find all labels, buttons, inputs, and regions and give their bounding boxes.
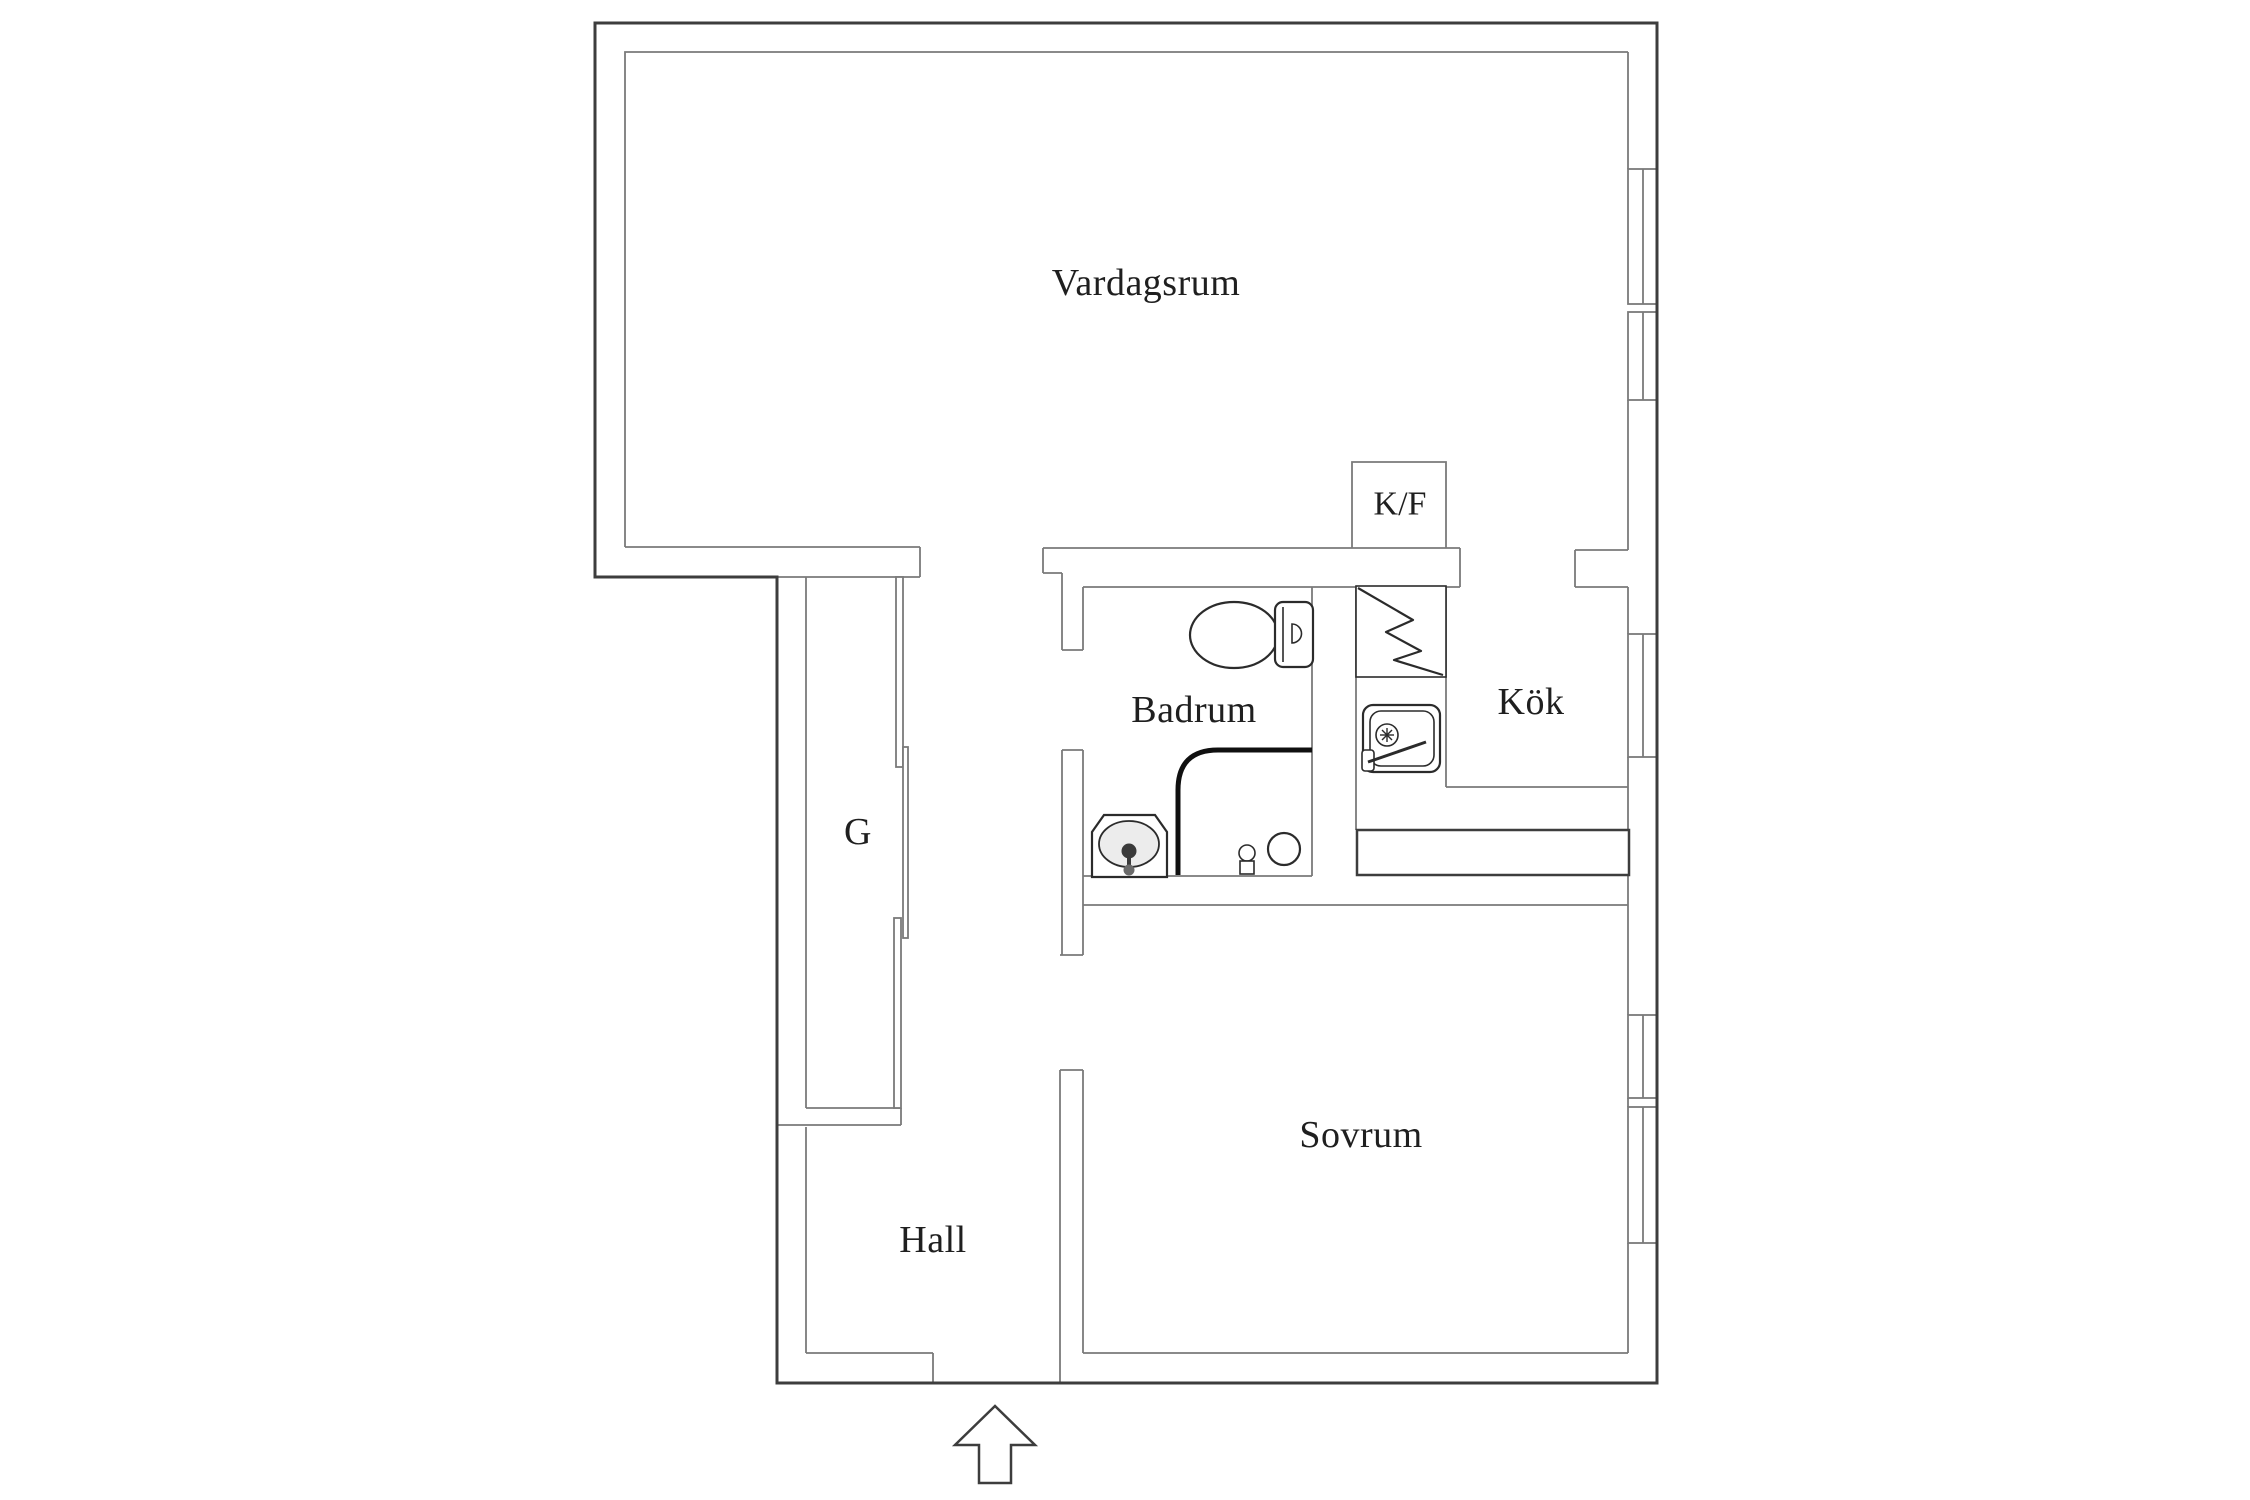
room-label-vardagsrum: Vardagsrum	[1052, 262, 1241, 304]
kitchen-sink-icon	[1361, 703, 1442, 774]
toilet-icon	[1188, 600, 1315, 670]
windows	[1627, 168, 1658, 1244]
window-icon	[1627, 1014, 1658, 1099]
window-icon	[1627, 633, 1658, 758]
window-icon	[1627, 1106, 1658, 1244]
room-label-garderob: G	[844, 811, 872, 853]
shower-mixer-icon	[1238, 844, 1256, 875]
stove-icon	[1355, 585, 1447, 678]
entrance-arrow-icon	[951, 1404, 1039, 1485]
window-icon	[1627, 311, 1658, 401]
fridge-freezer-box	[1351, 461, 1447, 548]
room-label-badrum: Badrum	[1131, 689, 1256, 731]
window-icon	[1627, 168, 1658, 305]
room-label-kyl-frys: K/F	[1374, 486, 1427, 523]
washbasin-icon	[1090, 813, 1169, 879]
room-labels: Vardagsrum Kök Badrum Sovrum Hall G K/F	[844, 262, 1564, 1261]
shower-corner-icon	[1175, 747, 1312, 875]
room-label-hall: Hall	[899, 1219, 966, 1261]
sliding-door-wardrobe-icon	[893, 576, 909, 1109]
kitchen-fixtures	[1355, 585, 1631, 877]
shower-drain-icon	[1266, 831, 1302, 867]
exterior-wall-outline	[593, 21, 1659, 1385]
interior-walls	[624, 51, 1629, 1383]
kitchen-bench	[1355, 828, 1631, 877]
room-label-sovrum: Sovrum	[1299, 1114, 1422, 1156]
bathroom-fixtures	[1090, 600, 1315, 879]
room-label-kok: Kök	[1498, 681, 1565, 723]
